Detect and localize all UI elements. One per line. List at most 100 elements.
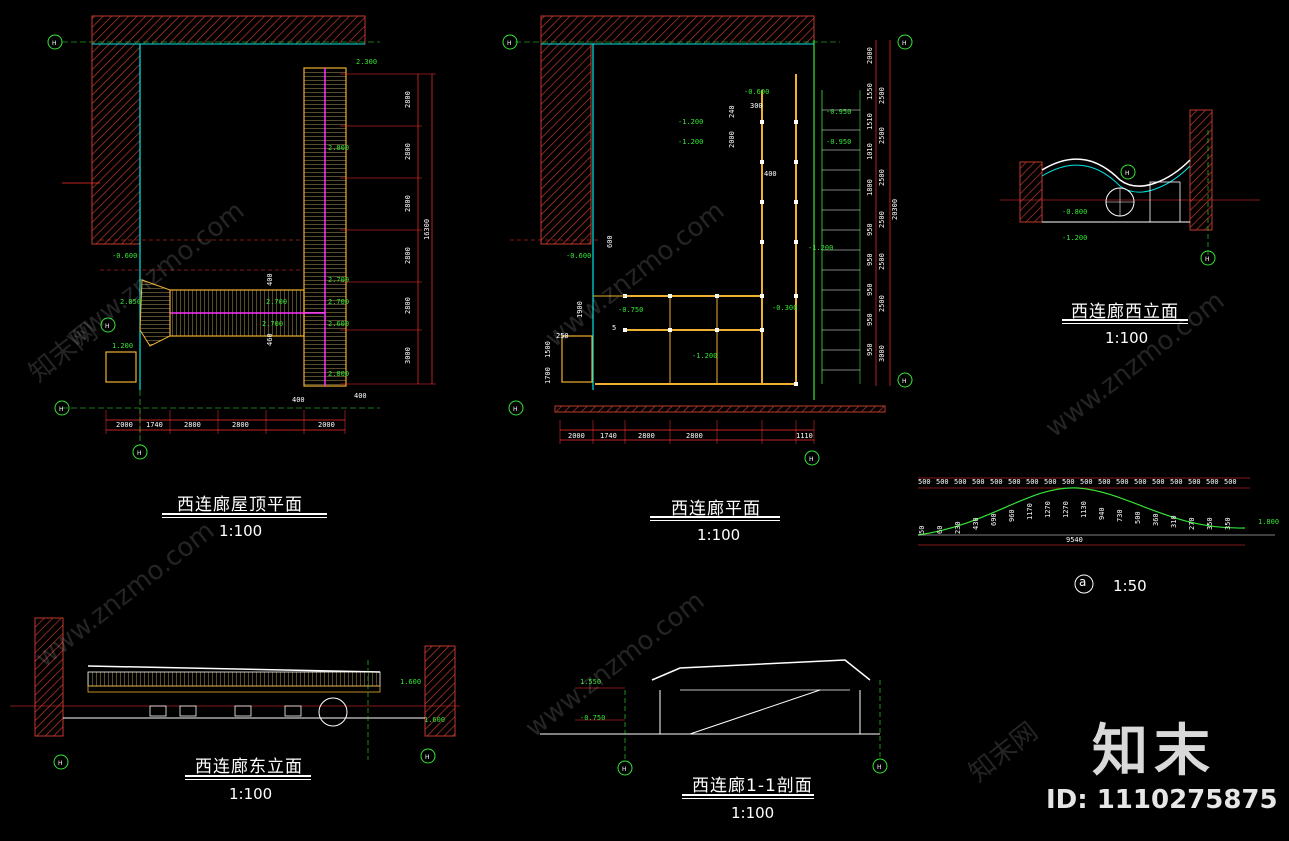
west-elevation-scale: 1:100: [1105, 329, 1149, 347]
title-underline: [650, 520, 780, 521]
floor-plan-scale: 1:100: [697, 526, 741, 544]
dim-text: 2000: [866, 47, 874, 64]
dim-text: 9540: [1066, 536, 1083, 544]
title-underline: [162, 513, 327, 515]
detail-scale: 1:50: [1113, 577, 1147, 595]
dim-text: 2800: [638, 432, 655, 440]
svg-text:H: H: [507, 40, 512, 47]
dim-text: 400: [354, 392, 367, 400]
section-title: 西连廊1-1剖面: [692, 776, 813, 796]
level-text: 1.600: [400, 678, 421, 686]
dim-text: 2800: [404, 91, 412, 108]
svg-text:H: H: [105, 323, 110, 330]
dim-text: 60: [936, 526, 944, 534]
floor-plan-drawing: [510, 15, 891, 444]
axis-bubble: H: [54, 400, 70, 416]
dim-text: 2000: [568, 432, 585, 440]
dim-text: 430: [972, 517, 980, 530]
svg-text:H: H: [137, 450, 142, 457]
dim-text: 1170: [1026, 503, 1034, 520]
dim-text: 2800: [232, 421, 249, 429]
axis-bubble: H: [100, 317, 116, 333]
east-elevation-scale: 1:100: [229, 785, 273, 803]
dim-text: 690: [990, 513, 998, 526]
roof-plan-dimensions: 2000 1740 2800 2800 2000 2800 2800 2800 …: [112, 58, 431, 429]
level-text: 2.800: [328, 370, 349, 378]
dim-text: 360: [1152, 513, 1160, 526]
dim-text: 1110: [796, 432, 813, 440]
brand-id: ID: 1110275875: [1046, 785, 1278, 815]
title-underline: [1062, 319, 1188, 321]
dim-text: 1270: [1044, 501, 1052, 518]
dim-text: 2800: [184, 421, 201, 429]
dim-text: 500: [954, 478, 967, 486]
dim-text: 400: [266, 273, 274, 286]
dim-text: 350: [1206, 517, 1214, 530]
level-text: 2.600: [328, 320, 349, 328]
dim-text: 600: [606, 235, 614, 248]
level-text: 2.700: [262, 320, 283, 328]
dim-text: 500: [1134, 478, 1147, 486]
level-text: -1.200: [1062, 234, 1087, 242]
dim-text: 1500: [544, 341, 552, 358]
dim-text: 2500: [878, 295, 886, 312]
dim-text: 16300: [423, 219, 431, 240]
axis-bubble: H: [897, 34, 913, 50]
title-underline: [682, 794, 814, 796]
dim-text: 500: [1026, 478, 1039, 486]
roof-plan-drawing: [62, 15, 436, 445]
axis-bubble: H: [897, 372, 913, 388]
dim-text: 2500: [878, 87, 886, 104]
dim-text: 2800: [686, 432, 703, 440]
svg-text:H: H: [1125, 170, 1130, 177]
svg-text:H: H: [809, 456, 814, 463]
axis-bubble: H: [804, 450, 820, 466]
dim-text: 500: [936, 478, 949, 486]
dim-text: 230: [954, 521, 962, 534]
dim-text: 350: [1224, 517, 1232, 530]
dim-text: 2000: [728, 131, 736, 148]
dim-text: 500: [918, 478, 931, 486]
dim-text: 50: [918, 526, 926, 534]
svg-text:H: H: [52, 40, 57, 47]
level-text: 2.300: [356, 58, 377, 66]
dim-text: 960: [1008, 509, 1016, 522]
dim-text: 2800: [404, 247, 412, 264]
dim-text: 2800: [404, 297, 412, 314]
dim-text: 2500: [878, 253, 886, 270]
dim-text: 2000: [318, 421, 335, 429]
dim-text: 2500: [878, 211, 886, 228]
level-text: -0.950: [826, 108, 851, 116]
dim-text: 500: [1206, 478, 1219, 486]
dim-text: 500: [1152, 478, 1165, 486]
dim-text: 5: [612, 324, 616, 332]
east-elevation-drawing: [10, 617, 460, 760]
dim-text: 1550: [866, 83, 874, 100]
dim-text: 940: [1098, 507, 1106, 520]
dim-text: 460: [266, 333, 274, 346]
dim-text: 500: [1224, 478, 1237, 486]
detail-label: a: [1079, 575, 1087, 589]
dim-text: 500: [1134, 511, 1142, 524]
axis-bubble: H: [872, 758, 888, 774]
dim-text: 2800: [404, 195, 412, 212]
svg-text:H: H: [58, 760, 63, 767]
dim-text: 1010: [866, 143, 874, 160]
level-text: 2.700: [266, 298, 287, 306]
brand-logo: 知末: [1092, 719, 1216, 784]
level-text: 2.800: [328, 144, 349, 152]
level-text: 2.050: [120, 298, 141, 306]
detail-marker: [1074, 574, 1094, 594]
dim-text: 1130: [1080, 501, 1088, 518]
dim-text: 500: [1170, 478, 1183, 486]
level-text: -0.750: [580, 714, 605, 722]
elevation-levels: 1.600 1.600 -0.800 -1.200 1.550 -0.750: [400, 208, 1087, 724]
dim-text: 500: [1080, 478, 1093, 486]
dim-text: 500: [972, 478, 985, 486]
level-text: -0.600: [744, 88, 769, 96]
west-elevation-drawing: [1000, 109, 1260, 258]
svg-text:H: H: [877, 764, 882, 771]
svg-text:H: H: [425, 754, 430, 761]
svg-text:H: H: [59, 406, 64, 413]
